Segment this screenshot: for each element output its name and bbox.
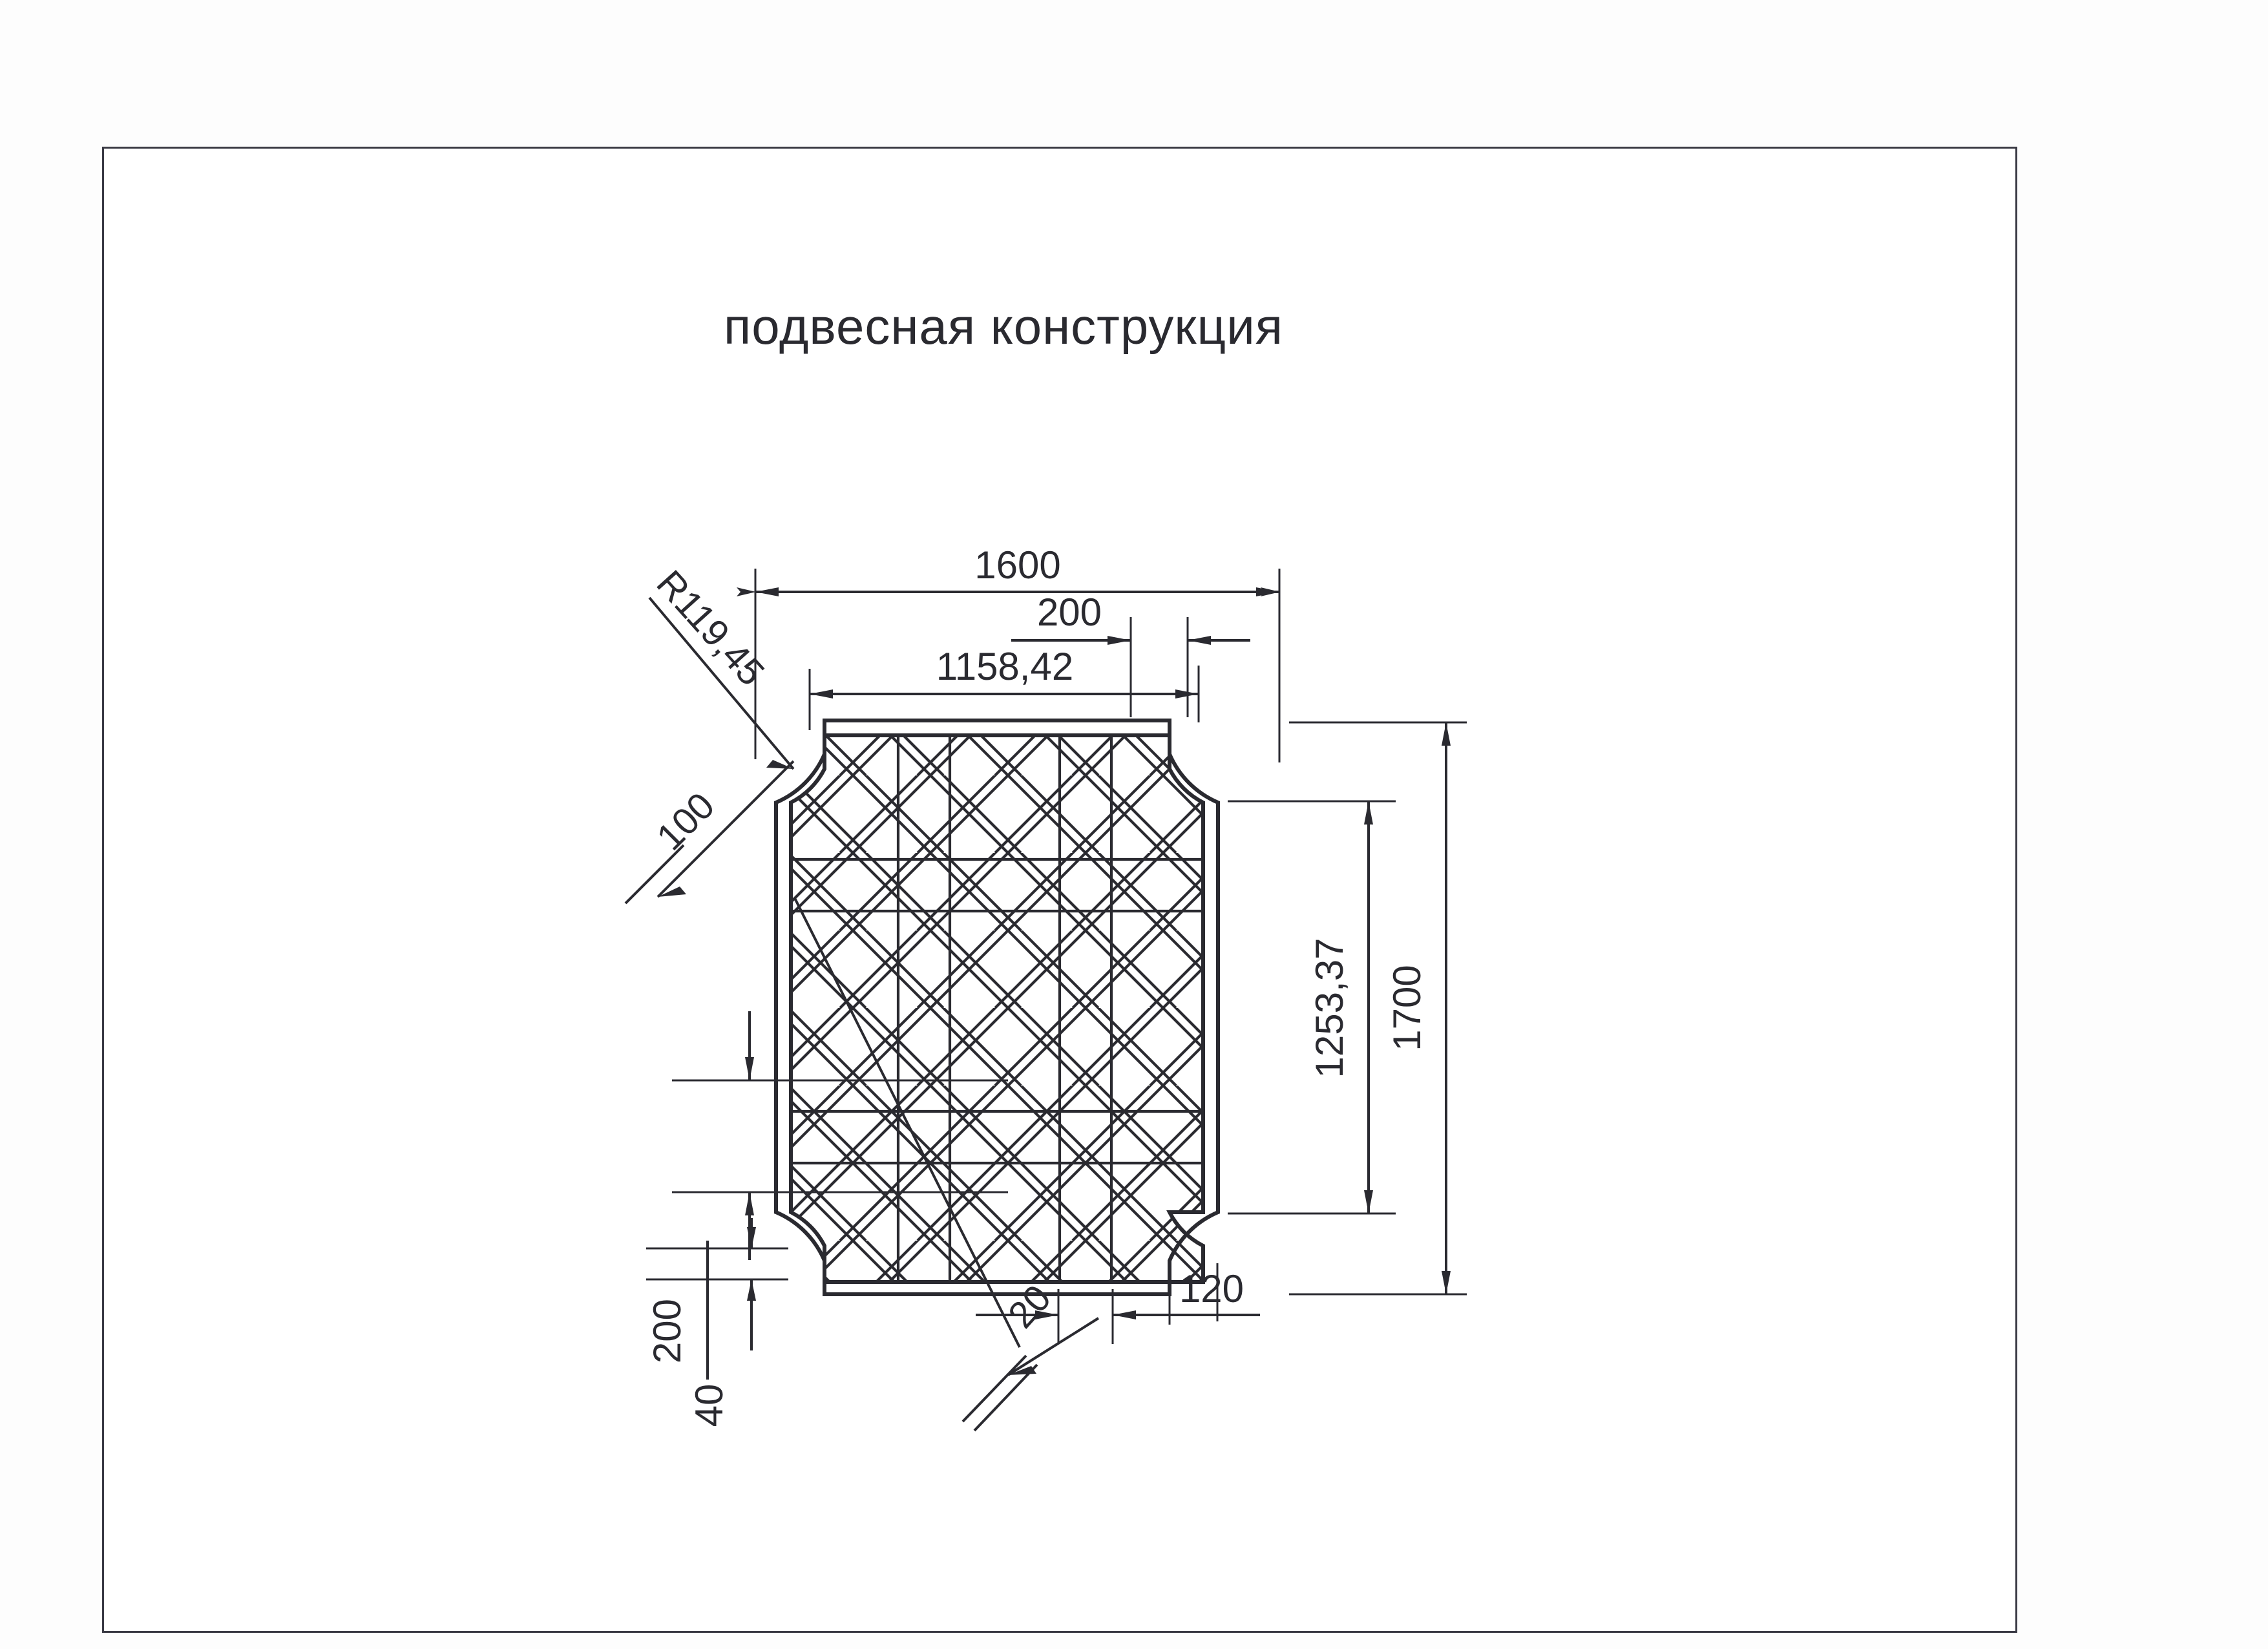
dim-1158: 1158,42 <box>810 645 1199 698</box>
dim-120: 120 <box>976 1267 1260 1319</box>
drawing-title: подвесная конструкция <box>724 298 1284 355</box>
dim-1158-label: 1158,42 <box>936 645 1073 688</box>
dim-100-label: 100 <box>649 784 722 858</box>
dim-100: 100 <box>624 760 795 905</box>
dim-1253: 1253,37 <box>1308 801 1373 1213</box>
dim-120-label: 120 <box>1179 1267 1244 1310</box>
dim-1253-label: 1253,37 <box>1308 938 1351 1078</box>
dim-200-top-label: 200 <box>1037 591 1102 634</box>
grid-members <box>791 735 1203 1282</box>
dim-1600-label: 1600 <box>974 543 1060 587</box>
dim-1700-label: 1700 <box>1385 965 1429 1051</box>
panel-outline <box>789 733 1205 1284</box>
dim-1700: 1700 <box>1385 722 1451 1294</box>
dim-40: 40 <box>688 1218 756 1427</box>
dim-R119-label: R119,45 <box>648 562 772 693</box>
dim-1600: 1600 <box>737 543 1280 596</box>
dim-200-left: 200 <box>646 1011 754 1380</box>
dim-200-left-label: 200 <box>646 1299 689 1363</box>
dim-40-label: 40 <box>688 1384 731 1427</box>
dim-200-top: 200 <box>1011 591 1250 645</box>
lattice-panel <box>774 719 1220 1296</box>
